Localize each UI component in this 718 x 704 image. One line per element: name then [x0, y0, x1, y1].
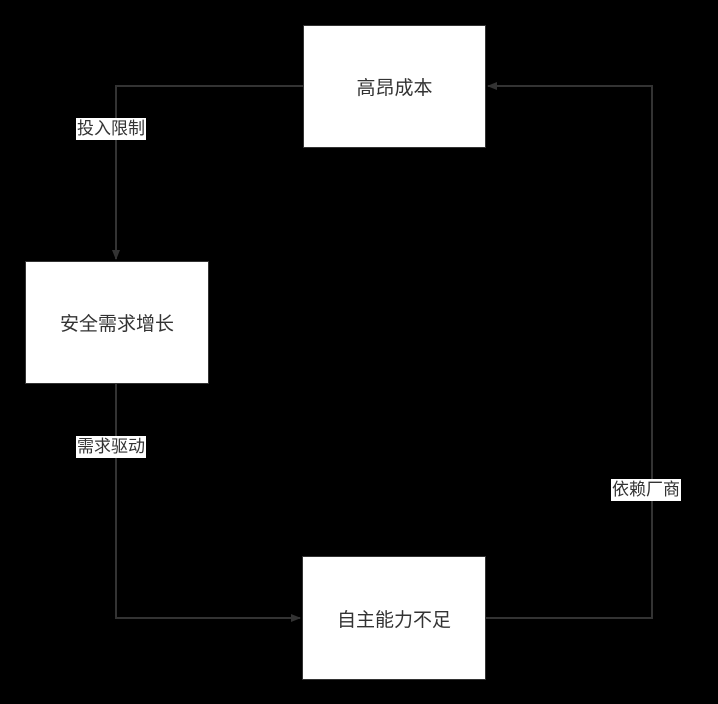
node-security-demand-label: 安全需求增长 [59, 313, 174, 335]
edge-vendor-dependency [486, 82, 653, 619]
node-lack-autonomy-label: 自主能力不足 [336, 608, 451, 631]
edge-label-vendor-dependency: 依赖厂商 [611, 479, 681, 501]
node-lack-autonomy: 自主能力不足 [302, 556, 486, 680]
node-high-cost: 高昂成本 [303, 25, 486, 148]
edge-investment-limit [112, 85, 303, 260]
edge-demand-driven [115, 384, 301, 622]
edge-label-demand-driven: 需求驱动 [76, 436, 146, 458]
node-high-cost-label: 高昂成本 [356, 77, 433, 99]
node-security-demand: 安全需求增长 [25, 261, 209, 384]
edge-label-investment-limit: 投入限制 [76, 118, 146, 140]
